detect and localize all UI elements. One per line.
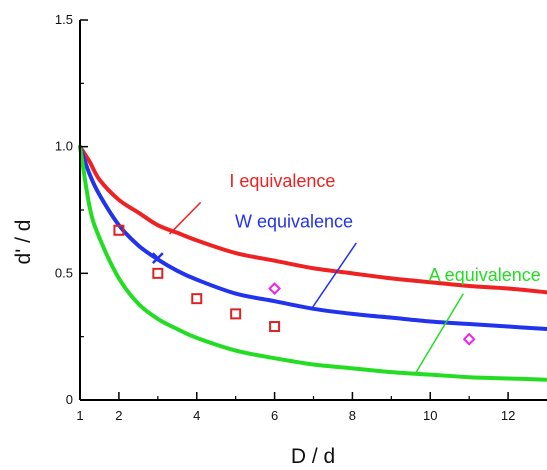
- annotation-leader-1: [310, 242, 357, 310]
- square-marker-0-4: [269, 321, 281, 333]
- annotation-label-2: A equivalence: [429, 265, 541, 285]
- x-tick-label-1: 2: [115, 408, 122, 423]
- x-tick-label-3: 6: [271, 408, 278, 423]
- markers-layer: [113, 224, 476, 346]
- x-tick-label-6: 12: [501, 408, 515, 423]
- diamond-marker-2-1: [462, 332, 476, 346]
- diamond-marker-2-0: [268, 282, 281, 295]
- annotation-label-0: I equivalence: [229, 171, 335, 191]
- series-line-0: [78, 144, 547, 295]
- x-axis-title: D / d: [291, 445, 335, 468]
- square-marker-0-1: [152, 267, 164, 279]
- y-tick-label-0: 0: [66, 392, 73, 407]
- x-tick-label-2: 4: [193, 408, 200, 423]
- y-axis-title: d' / d: [12, 220, 35, 265]
- y-tick-label-1: 0.5: [55, 265, 73, 280]
- cross-marker-1-0: [151, 252, 164, 265]
- x-tick-label-4: 8: [349, 408, 356, 423]
- series-line-1: [78, 144, 547, 332]
- annotation-leaders-layer: [168, 201, 464, 376]
- x-tick-label-0: 1: [76, 408, 83, 423]
- y-tick-label-3: 1.5: [55, 12, 73, 27]
- square-marker-0-2: [191, 293, 203, 305]
- curves-layer: [78, 144, 547, 382]
- square-marker-0-3: [230, 308, 242, 320]
- annotation-label-1: W equivalence: [235, 212, 353, 232]
- annotation-leader-0: [168, 201, 202, 235]
- x-tick-label-5: 10: [423, 408, 437, 423]
- annotation-labels-layer: I equivalence W equivalence A equivalence: [229, 171, 540, 285]
- annotation-leader-2: [414, 293, 464, 376]
- y-tick-label-2: 1.0: [55, 139, 73, 154]
- series-line-2: [78, 144, 547, 382]
- square-marker-0-0: [113, 224, 125, 236]
- axes-layer: [79, 19, 547, 401]
